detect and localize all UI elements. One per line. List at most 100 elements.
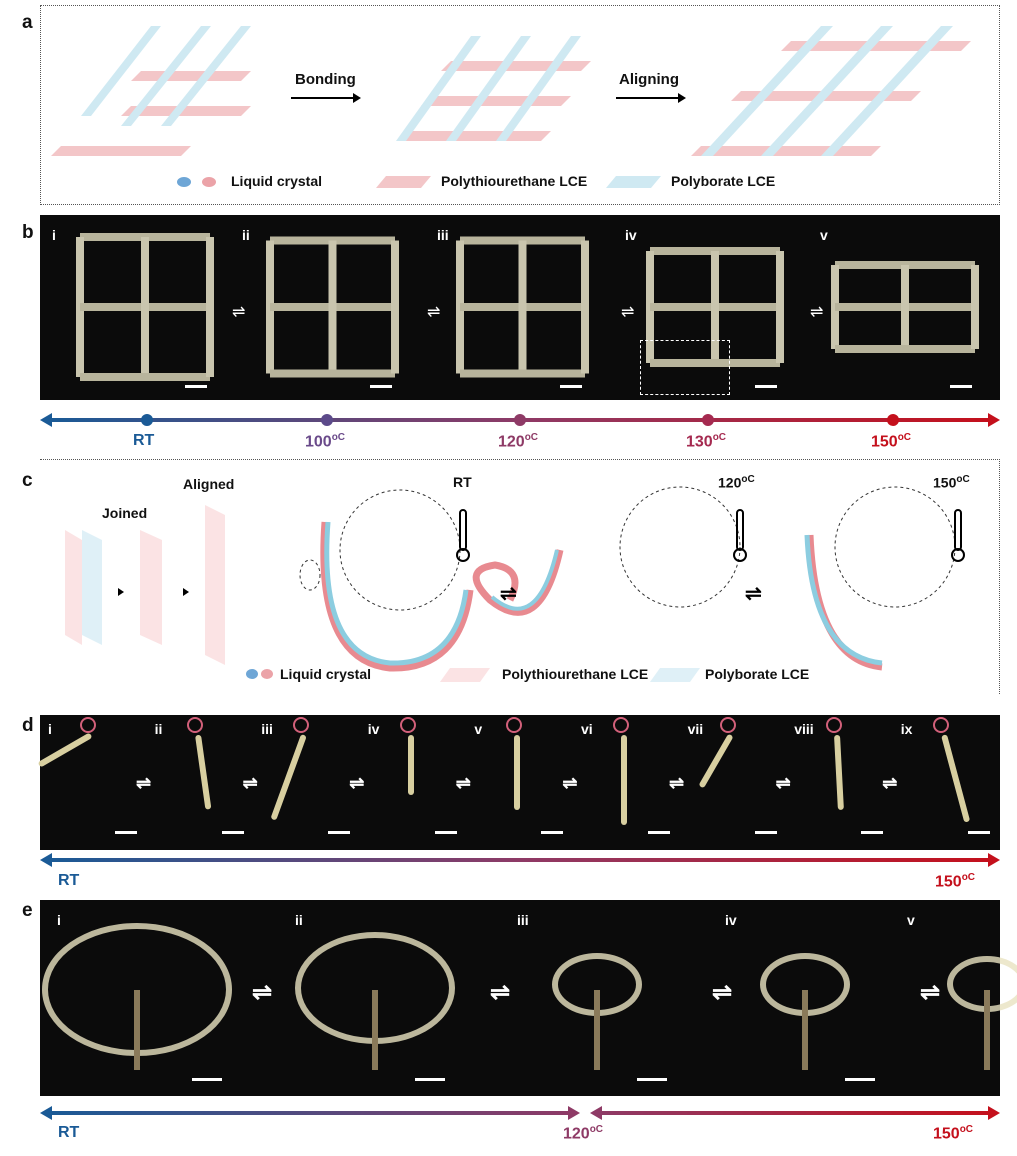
panel-c-label: c xyxy=(22,470,33,491)
scale-bar xyxy=(950,385,972,388)
legend-liquid-crystal-c: Liquid crystal xyxy=(280,666,372,682)
frame-label: iv xyxy=(725,912,737,928)
panel-b-label: b xyxy=(22,222,34,243)
strip-frame: vi ⇌ xyxy=(573,715,684,850)
lattice-aligned xyxy=(691,26,971,156)
scale-bar xyxy=(637,1078,667,1081)
clamp-icon xyxy=(399,717,416,733)
scale-bar xyxy=(755,385,777,388)
scale-bar xyxy=(370,385,392,388)
strip xyxy=(940,734,970,823)
frame-label: ii xyxy=(295,912,303,928)
scale-bar xyxy=(560,385,582,388)
bilayer-schematics: ⇌ ⇌ xyxy=(65,486,965,682)
frame-label: vii xyxy=(687,721,704,737)
clamp-icon xyxy=(613,717,629,733)
reversible-arrow-icon: ⇌ xyxy=(775,773,791,793)
reversible-arrow-icon: ⇌ xyxy=(136,773,152,793)
reversible-arrow-icon: ⇌ xyxy=(621,304,634,321)
scale-bar xyxy=(192,1078,222,1081)
frame-label: ii xyxy=(154,721,163,737)
lattice-bonded xyxy=(396,36,591,141)
strip xyxy=(270,733,308,821)
lattice-unbonded xyxy=(51,26,251,156)
temp-150: 150oC xyxy=(871,432,912,451)
frame-label: v xyxy=(820,227,828,243)
frame-label: i xyxy=(48,721,52,737)
temperature-axis-d xyxy=(40,853,1000,867)
strip-frame: iv ⇌ xyxy=(360,715,471,850)
temp-rt-c: RT xyxy=(453,474,472,490)
legend-polythiourethane-c: Polythiourethane LCE xyxy=(502,666,649,682)
frame-label: iii xyxy=(261,721,273,737)
panel-e-label: e xyxy=(22,900,33,921)
frame-label: iv xyxy=(625,227,637,243)
panel-d-photos: i ⇌ii ⇌iii ⇌iv ⇌v ⇌vi ⇌vii ⇌viii ⇌ix xyxy=(37,715,1000,850)
strip-frame: vii ⇌ xyxy=(680,715,791,850)
reversible-arrow-icon: ⇌ xyxy=(242,773,258,793)
temp-130: 130oC xyxy=(686,432,727,451)
temp-150-d: 150oC xyxy=(935,872,976,891)
temp-150-c: 150oC xyxy=(933,474,970,491)
scale-bar xyxy=(861,831,884,834)
legend-polythiourethane: Polythiourethane LCE xyxy=(441,173,588,189)
svg-text:⇌: ⇌ xyxy=(500,583,517,605)
strip xyxy=(621,735,627,825)
flower-frame: iii xyxy=(517,900,707,1096)
inset-box xyxy=(640,340,730,395)
strip-frame: iii ⇌ xyxy=(253,715,364,850)
reversible-arrow-icon: ⇌ xyxy=(920,979,941,1006)
lattice-schematics xyxy=(51,26,971,188)
flower-frame: ii xyxy=(295,900,485,1096)
scale-bar xyxy=(185,385,207,388)
flower-frame: iv xyxy=(725,900,915,1096)
frame-label: iii xyxy=(517,912,529,928)
aligning-label: Aligning xyxy=(619,71,679,88)
stem xyxy=(984,990,990,1070)
panel-b-photos: ⇌⇌⇌⇌ i ii iii iv v xyxy=(40,215,1000,400)
scale-bar xyxy=(754,831,777,834)
strip xyxy=(37,732,93,768)
frame-label: iv xyxy=(367,721,380,737)
frame-label: v xyxy=(907,912,915,928)
stem xyxy=(802,990,808,1070)
panel-a: Bonding Aligning Liquid crystal Polythio… xyxy=(40,5,1000,205)
clamp-icon xyxy=(719,717,736,733)
lattice-photos: ⇌⇌⇌⇌ xyxy=(76,233,979,388)
flower xyxy=(947,956,1017,1012)
temp-120-e: 120oC xyxy=(563,1124,604,1143)
joined-label: Joined xyxy=(102,505,148,521)
strip xyxy=(407,735,414,795)
aligned-label: Aligned xyxy=(183,476,235,492)
strip-frame: i ⇌ xyxy=(37,715,151,850)
frame-label: v xyxy=(474,721,483,737)
lattice-photo xyxy=(456,236,589,388)
lattice-photo xyxy=(831,261,979,388)
strip xyxy=(834,734,845,811)
clamp-icon xyxy=(506,717,523,733)
reversible-arrow-icon: ⇌ xyxy=(232,304,245,321)
frame-label: ii xyxy=(242,227,250,243)
panel-a-label: a xyxy=(22,12,33,33)
scale-bar xyxy=(845,1078,875,1081)
strip-frame: ix xyxy=(893,715,999,850)
frame-label: i xyxy=(52,227,56,243)
panel-e-photos: i ii iii iv v ⇌⇌⇌⇌ xyxy=(40,900,1017,1096)
temp-rt: RT xyxy=(133,432,155,449)
scale-bar xyxy=(434,831,457,834)
legend-liquid-crystal: Liquid crystal xyxy=(231,173,323,189)
scale-bar xyxy=(415,1078,445,1081)
flower-frame: v xyxy=(907,900,1017,1096)
reversible-arrow-icon: ⇌ xyxy=(712,979,733,1006)
temp-100: 100oC xyxy=(305,432,346,451)
clamp-icon xyxy=(932,717,949,733)
reversible-arrow-icon: ⇌ xyxy=(810,304,823,321)
reversible-arrow-icon: ⇌ xyxy=(252,979,273,1006)
stem xyxy=(372,990,378,1070)
reversible-arrow-icon: ⇌ xyxy=(490,979,511,1006)
frame-label: vi xyxy=(581,721,593,737)
temperature-axis-b xyxy=(40,413,1000,427)
lattice-photo xyxy=(646,247,784,388)
reversible-arrow-icon: ⇌ xyxy=(562,773,578,793)
clamp-icon xyxy=(293,717,310,733)
